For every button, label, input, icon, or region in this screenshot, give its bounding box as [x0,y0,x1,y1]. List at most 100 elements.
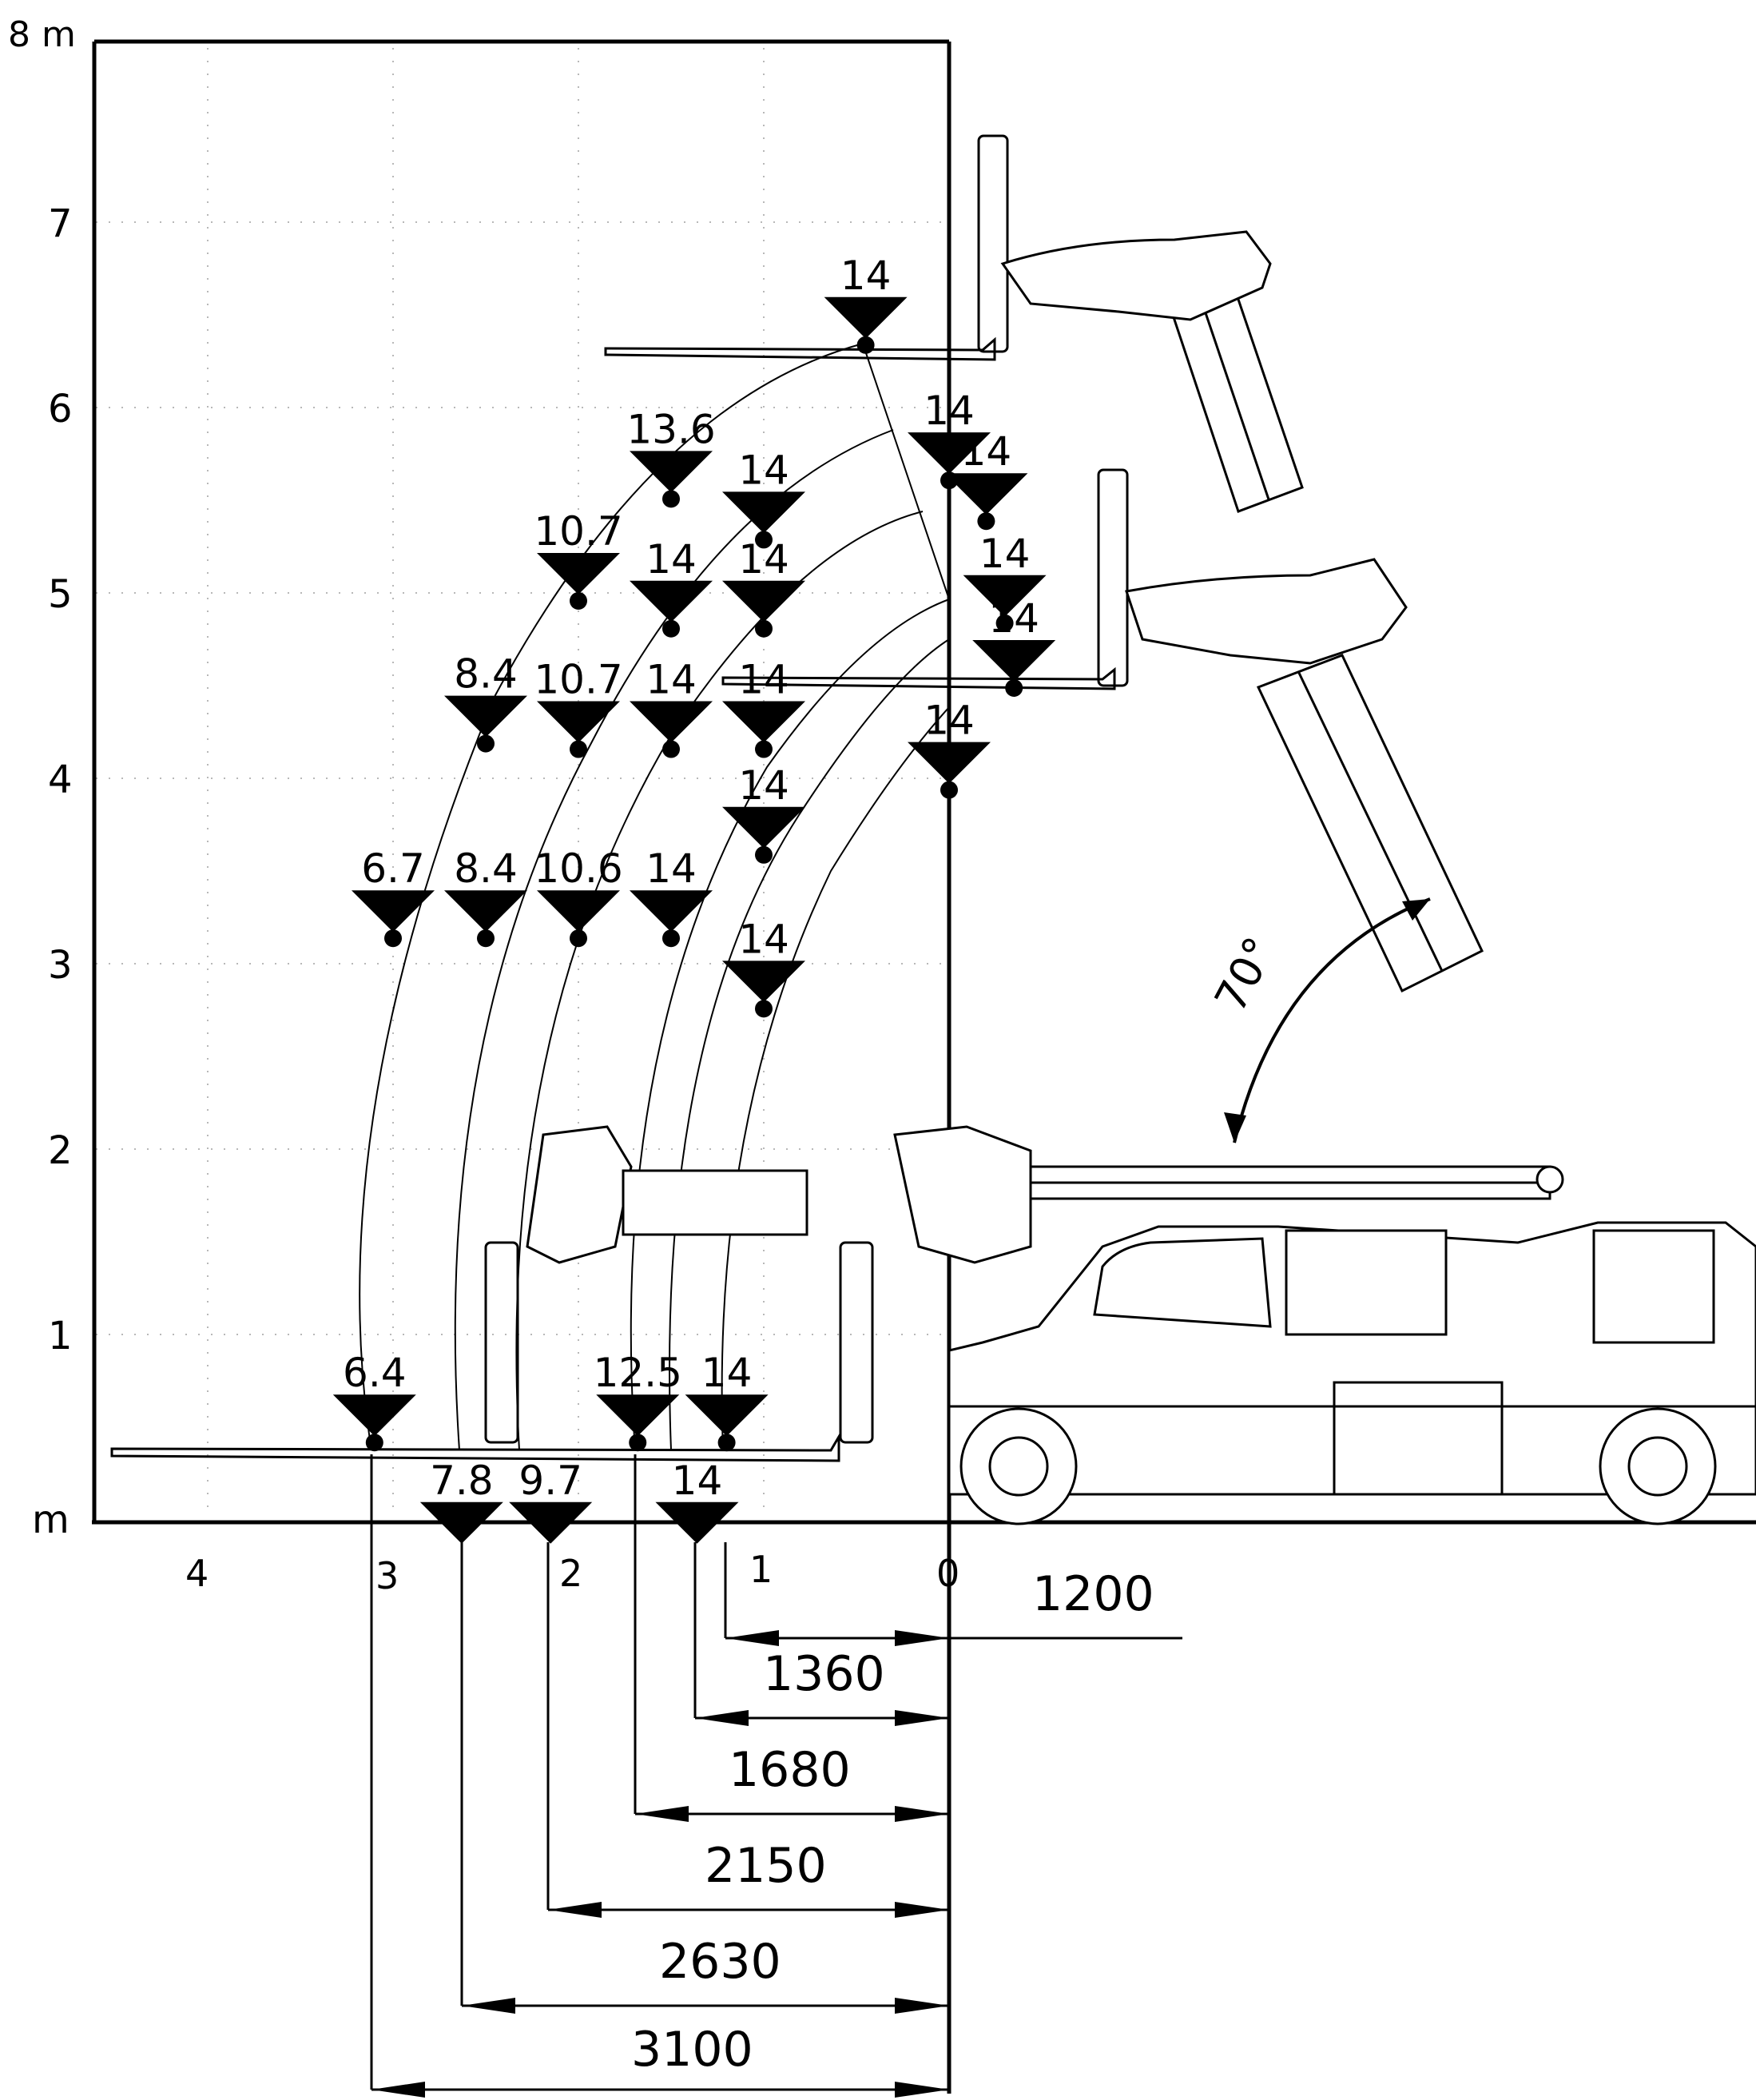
load-capacity-label: 13.6 [626,406,715,452]
origin-unit-label: m [32,1497,70,1542]
load-marker-triangle [722,961,805,1003]
forks-lowered [110,1241,874,1462]
load-marker: 14 [630,657,713,758]
load-marker: 14 [655,1458,739,1544]
load-capacity-label: 14 [979,531,1031,577]
load-point-dot [755,531,773,549]
load-marker-triangle [722,580,805,622]
wheel-rear [1599,1407,1717,1525]
load-marker: 8.4 [444,651,527,753]
load-marker-triangle [332,1394,416,1437]
load-capacity-label: 12.5 [594,1350,682,1396]
reach-dimension-label: 1360 [763,1646,885,1702]
load-marker-triangle [630,451,713,493]
y-tick-label: 2 [48,1128,73,1173]
load-marker: 10.6 [534,845,623,948]
load-point-dot [662,619,680,638]
load-marker-triangle [630,890,713,933]
wheel-front [959,1407,1078,1525]
load-marker: 12.5 [594,1350,682,1452]
boom-upper [1000,230,1304,513]
load-marker: 14 [908,698,991,799]
axis-frame [92,39,1756,2094]
load-point-dot [384,929,402,948]
boom-angle-arrowhead [1402,899,1430,921]
load-marker-triangle [509,1501,593,1544]
load-marker: 10.7 [534,508,623,610]
reach-dimension-label: 2150 [705,1838,827,1894]
load-marker: 14 [630,536,713,638]
y-tick-label: 3 [48,943,73,988]
load-capacity-label: 6.4 [343,1350,407,1396]
load-point-dot [755,1000,773,1018]
load-capacity-label: 14 [738,762,789,809]
load-marker-triangle [722,806,805,849]
load-capacity-label: 14 [961,428,1012,475]
load-point-dot [662,929,680,948]
load-marker: 8.4 [444,845,527,948]
load-point-dot [662,490,680,508]
load-point-dot [755,845,773,864]
load-marker: 14 [963,531,1047,632]
reach-stacker-body [948,1221,1756,1496]
reach-dimensions: 1200 1360 1680 2150 2630 3100 [370,1454,1182,2098]
x-tick-label: 0 [936,1552,959,1595]
y-axis-tick-labels: 7 6 5 4 3 2 1 [48,201,73,1358]
x-tick-label: 2 [559,1552,582,1595]
reach-dimension-label: 1680 [729,1742,851,1798]
load-marker-triangle [444,890,527,933]
load-marker-triangle [537,701,620,743]
y-tick-label: 7 [48,201,73,246]
load-point-dot [477,734,495,753]
load-capacity-label: 14 [924,698,975,744]
load-marker-triangle [944,473,1028,515]
load-point-dot [477,929,495,948]
load-marker-triangle [630,701,713,743]
load-marker: 14 [722,657,805,758]
y-axis-unit-label: 8 m [8,14,76,55]
x-axis-tick-labels: 4 3 2 1 0 [185,1548,959,1597]
load-point-dot [977,512,995,531]
load-point-dot [662,740,680,758]
load-marker: 14 [824,253,908,354]
load-marker-triangle [352,890,435,933]
load-capacity-label: 8.4 [454,651,518,698]
load-marker-triangle [444,695,527,738]
load-capacity-label: 14 [646,845,697,892]
load-capacity-label: 14 [988,595,1039,642]
load-point-dot [717,1434,736,1452]
load-capacity-label: 10.7 [534,657,622,703]
load-marker-triangle [908,432,991,475]
load-marker-triangle [722,701,805,743]
load-marker: 14 [722,447,805,549]
load-capacity-label: 10.6 [534,845,622,892]
load-capacity-label: 7.8 [430,1458,494,1504]
load-capacity-label: 14 [840,253,892,299]
load-capacity-label: 14 [738,916,789,962]
load-point-dot [570,740,587,758]
load-point-dot [755,619,773,638]
load-marker-triangle [537,552,620,595]
boom-angle-arrowhead [1224,1112,1246,1143]
load-capacity-label: 14 [738,536,789,583]
load-marker-triangle [908,742,991,784]
load-marker: 9.7 [509,1458,593,1544]
load-marker: 14 [972,595,1056,697]
load-point-dot [570,929,587,948]
load-point-dot [570,591,587,610]
load-marker: 14 [722,536,805,638]
y-tick-label: 6 [48,387,73,432]
load-point-dot [1005,679,1023,697]
load-capacity-label: 14 [924,388,975,434]
load-point-dot [629,1434,647,1452]
load-capacity-label: 14 [646,657,697,703]
load-marker-triangle [419,1501,503,1544]
load-capacity-label: 14 [701,1350,753,1396]
load-point-dot [995,614,1014,632]
y-tick-label: 4 [48,758,73,802]
load-point-dot [940,781,958,799]
diagram-grid [96,48,947,1518]
load-marker: 6.7 [352,845,435,948]
load-marker: 14 [722,762,805,864]
